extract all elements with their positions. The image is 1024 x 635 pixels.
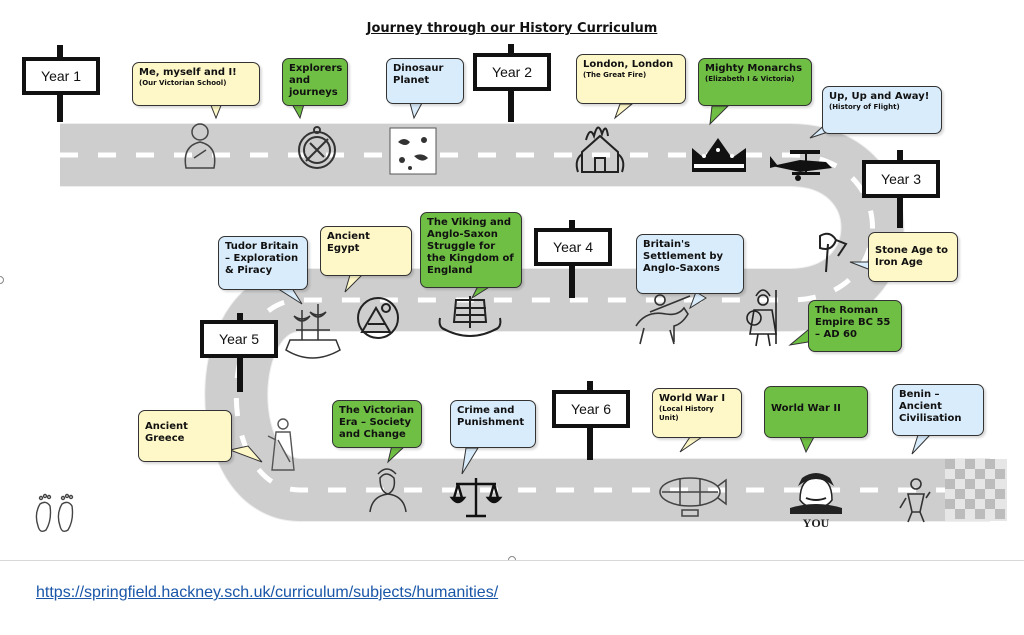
topic-title: Dinosaur Planet: [393, 63, 444, 86]
topic-title: World War I: [659, 393, 726, 404]
pyramid-icon: [357, 297, 399, 339]
topic-title: Tudor Britain – Exploration & Piracy: [225, 241, 299, 276]
topic-subtitle: (The Great Fire): [583, 71, 647, 79]
link-panel: [0, 560, 1024, 635]
topic-victorian-era: The Victorian Era – Society and Change: [332, 400, 422, 448]
sign-label: Year 1: [41, 68, 81, 84]
topic-title: World War II: [771, 403, 841, 414]
compass-icon: [298, 126, 336, 169]
footprints-icon: [35, 493, 74, 533]
zeppelin-icon: [659, 477, 727, 517]
sign-year-4: Year 4: [534, 228, 612, 266]
topic-subtitle: (Our Victorian School): [139, 79, 227, 87]
topic-roman: The Roman Empire BC 55 – AD 60: [808, 300, 902, 352]
child-figure-icon: [184, 123, 216, 169]
crown-icon: [692, 138, 746, 172]
poster-caption: YOU: [803, 516, 830, 530]
viking-ship-icon: [438, 296, 502, 337]
topic-ww1: World War I (Local History Unit): [652, 388, 742, 438]
finish-line: [945, 459, 1007, 521]
topic-ww2: World War II: [764, 386, 868, 438]
topic-tudor: Tudor Britain – Exploration & Piracy: [218, 236, 308, 290]
topic-title: London, London: [583, 59, 674, 70]
benin-figure-icon: [899, 478, 931, 523]
stone-axe-icon: [819, 232, 848, 273]
topic-title: The Victorian Era – Society and Change: [339, 405, 414, 440]
topic-anglo-saxons: Britain's Settlement by Anglo-Saxons: [636, 234, 744, 294]
topic-london: London, London (The Great Fire): [576, 54, 686, 104]
topic-subtitle: (History of Flight): [829, 103, 900, 111]
curriculum-link[interactable]: https://springfield.hackney.sch.uk/curri…: [36, 584, 499, 601]
sign-year-6: Year 6: [552, 390, 630, 428]
sign-label: Year 6: [571, 401, 611, 417]
road-map: YOU: [35, 44, 1007, 533]
topic-greece: Ancient Greece: [138, 410, 232, 462]
bubble-tails-green: [291, 103, 822, 464]
topic-egypt: Ancient Egypt: [320, 226, 412, 276]
sign-label: Year 5: [219, 331, 259, 347]
topic-subtitle: (Elizabeth I & Victoria): [705, 75, 795, 83]
topic-dinosaur: Dinosaur Planet: [386, 58, 464, 104]
topic-title: Up, Up and Away!: [829, 91, 930, 102]
kitchener-poster-icon: YOU: [790, 473, 842, 530]
topic-title: Me, myself and I!: [139, 67, 237, 78]
greek-statue-icon: [267, 418, 295, 471]
topic-monarchs: Mighty Monarchs (Elizabeth I & Victoria): [698, 58, 812, 106]
roman-soldier-icon: [746, 289, 777, 347]
topic-title: The Viking and Anglo-Saxon Struggle for …: [427, 217, 514, 276]
topic-viking: The Viking and Anglo-Saxon Struggle for …: [420, 212, 522, 288]
topic-title: Ancient Egypt: [327, 231, 370, 254]
sign-label: Year 3: [881, 171, 921, 187]
topic-me-myself: Me, myself and I! (Our Victorian School): [132, 62, 260, 106]
topic-title: Crime and Punishment: [457, 405, 525, 428]
sign-year-2: Year 2: [473, 53, 551, 91]
bubble-tails: [209, 102, 704, 463]
knight-on-horse-icon: [635, 294, 691, 345]
sign-label: Year 4: [553, 239, 593, 255]
topic-benin: Benin – Ancient Civilisation: [892, 384, 984, 436]
queen-victoria-icon: [369, 468, 407, 513]
topic-crime: Crime and Punishment: [450, 400, 536, 448]
topic-title: Mighty Monarchs: [705, 63, 803, 74]
scales-of-justice-icon: [449, 478, 503, 518]
sign-year-1: Year 1: [22, 57, 100, 95]
sign-year-3: Year 3: [862, 160, 940, 198]
topic-flight: Up, Up and Away! (History of Flight): [822, 86, 942, 134]
topic-stone-age: Stone Age to Iron Age: [868, 232, 958, 282]
sign-label: Year 2: [492, 64, 532, 80]
page-title: Journey through our History Curriculum: [366, 21, 658, 36]
biplane-icon: [770, 150, 832, 181]
topic-explorers: Explorers and journeys: [282, 58, 348, 106]
topic-title: The Roman Empire BC 55 – AD 60: [815, 305, 891, 340]
topic-title: Britain's Settlement by Anglo-Saxons: [643, 239, 724, 274]
topic-title: Stone Age to Iron Age: [875, 245, 949, 268]
sign-year-5: Year 5: [200, 320, 278, 358]
dinosaur-map-icon: [389, 127, 437, 175]
topic-subtitle: (Local History Unit): [659, 405, 714, 422]
tudor-ship-icon: [285, 304, 341, 359]
topic-title: Explorers and journeys: [289, 63, 343, 98]
burning-house-icon: [575, 126, 625, 173]
topic-title: Ancient Greece: [145, 421, 188, 444]
topic-title: Benin – Ancient Civilisation: [899, 389, 962, 424]
